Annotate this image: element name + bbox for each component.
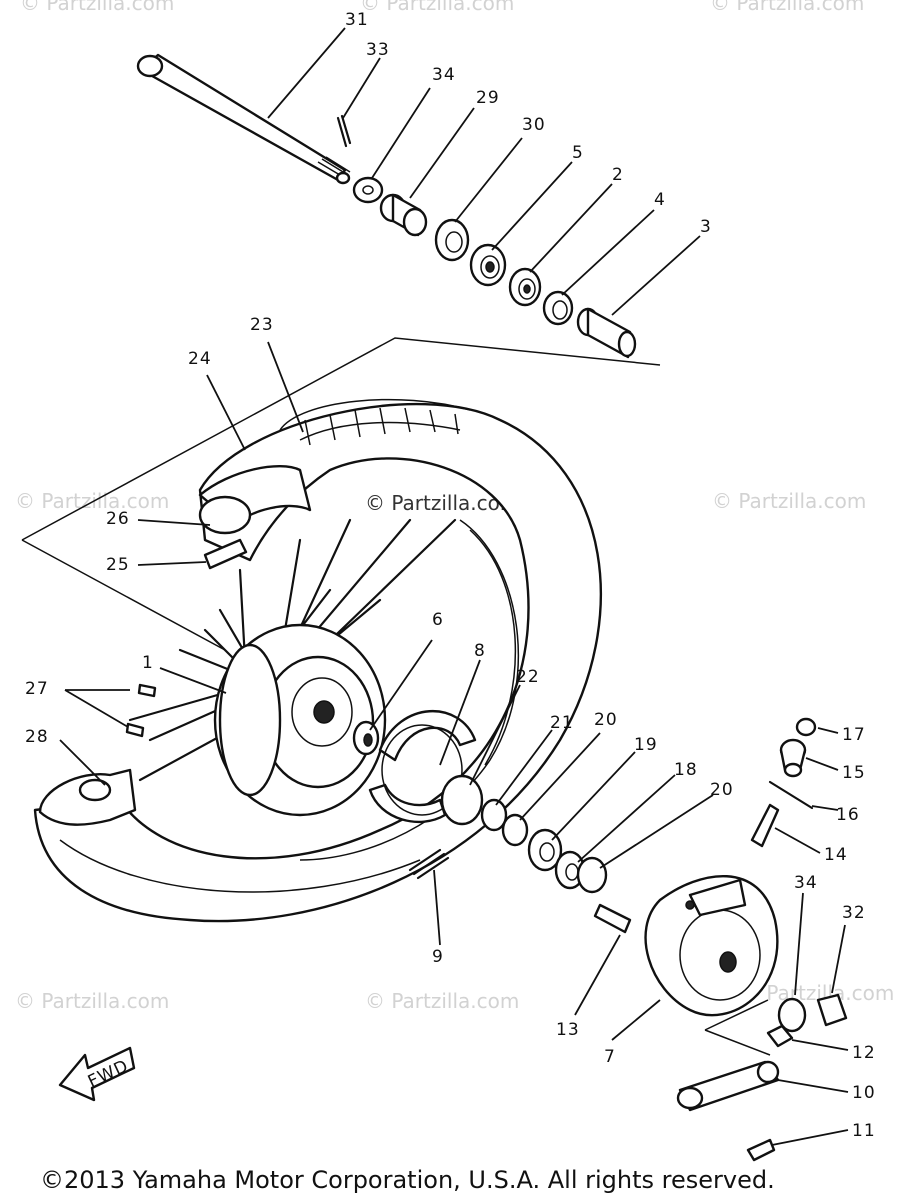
watermark: © Partzilla.com	[360, 0, 514, 15]
washer-20a	[501, 813, 529, 847]
assembly-outline	[21, 337, 661, 651]
watermark: © Partzilla.com	[365, 989, 519, 1013]
bearing-b	[508, 267, 542, 307]
callout: 3	[700, 217, 712, 237]
spacer-tube	[576, 307, 637, 359]
callout: 8	[474, 641, 486, 661]
callout: 13	[556, 1020, 580, 1040]
callout: 26	[106, 509, 130, 529]
brake-shoes	[368, 709, 477, 823]
callout: 34	[432, 65, 456, 85]
seal-22	[440, 774, 484, 826]
callout: 31	[345, 10, 369, 30]
hub-seal	[352, 720, 380, 756]
callout: 20	[594, 710, 618, 730]
lever-nut	[766, 1024, 794, 1048]
rim-lock	[38, 768, 137, 826]
spoke-nipple	[137, 683, 157, 698]
fwd-arrow-icon: FWD	[58, 1046, 136, 1102]
hub	[213, 623, 387, 817]
callout: 15	[842, 763, 866, 783]
callout: 6	[432, 610, 444, 630]
brake-panel	[644, 875, 779, 1017]
axle-shaft	[136, 53, 351, 185]
callout: 2	[612, 165, 624, 185]
callout: 22	[516, 667, 540, 687]
callout: 25	[106, 555, 130, 575]
bearing-a	[469, 243, 507, 287]
callout: 20	[710, 780, 734, 800]
spacer-flange	[379, 193, 428, 237]
rim	[299, 519, 520, 861]
callout: 32	[842, 903, 866, 923]
cotter-pin	[336, 114, 352, 148]
callout: 11	[852, 1121, 876, 1141]
callout: 17	[842, 725, 866, 745]
cap	[795, 717, 817, 737]
callout: 7	[604, 1047, 616, 1067]
callout: 34	[794, 873, 818, 893]
callout: 23	[250, 315, 274, 335]
oil-seal	[434, 218, 470, 262]
lever-bolt	[746, 1138, 776, 1162]
callout: 9	[432, 947, 444, 967]
callout: 18	[674, 760, 698, 780]
callout: 21	[550, 713, 574, 733]
o-ring-seal	[768, 780, 814, 810]
spoke-spring	[408, 848, 450, 880]
circlip	[480, 798, 508, 832]
bushing	[779, 738, 807, 778]
callout: 14	[824, 845, 848, 865]
assembly-outline-2	[704, 999, 771, 1056]
watermark: © Partzilla.com	[15, 989, 169, 1013]
callout: 30	[522, 115, 546, 135]
washer-top	[352, 176, 384, 204]
callout: 1	[142, 653, 154, 673]
callout: 29	[476, 88, 500, 108]
tube	[198, 464, 312, 535]
seal-b	[542, 290, 574, 326]
callout: 4	[654, 190, 666, 210]
washer-20b	[576, 856, 608, 894]
washer-34	[777, 997, 807, 1033]
callout: 24	[188, 349, 212, 369]
callout: 10	[852, 1083, 876, 1103]
camshaft	[593, 903, 632, 934]
watermark: © Partzilla.com	[712, 489, 866, 513]
leader-lines	[59, 27, 849, 1146]
watermark: © Partzilla.com	[20, 0, 174, 15]
watermark: © Partzilla.com	[710, 0, 864, 15]
callout: 28	[25, 727, 49, 747]
callout: 16	[836, 805, 860, 825]
cam-lever	[676, 1060, 780, 1112]
axle-nut	[816, 993, 848, 1027]
meter-shaft	[750, 803, 780, 848]
callout: 12	[852, 1043, 876, 1063]
callout: 27	[25, 679, 49, 699]
copyright-text: ©2013 Yamaha Motor Corporation, U.S.A. A…	[40, 1166, 775, 1194]
watermark: © Partzilla.com	[15, 489, 169, 513]
valve-stem	[203, 538, 248, 570]
spoke-nipple	[125, 722, 145, 738]
callout: 5	[572, 143, 584, 163]
callout: 19	[634, 735, 658, 755]
callout: 33	[366, 40, 390, 60]
